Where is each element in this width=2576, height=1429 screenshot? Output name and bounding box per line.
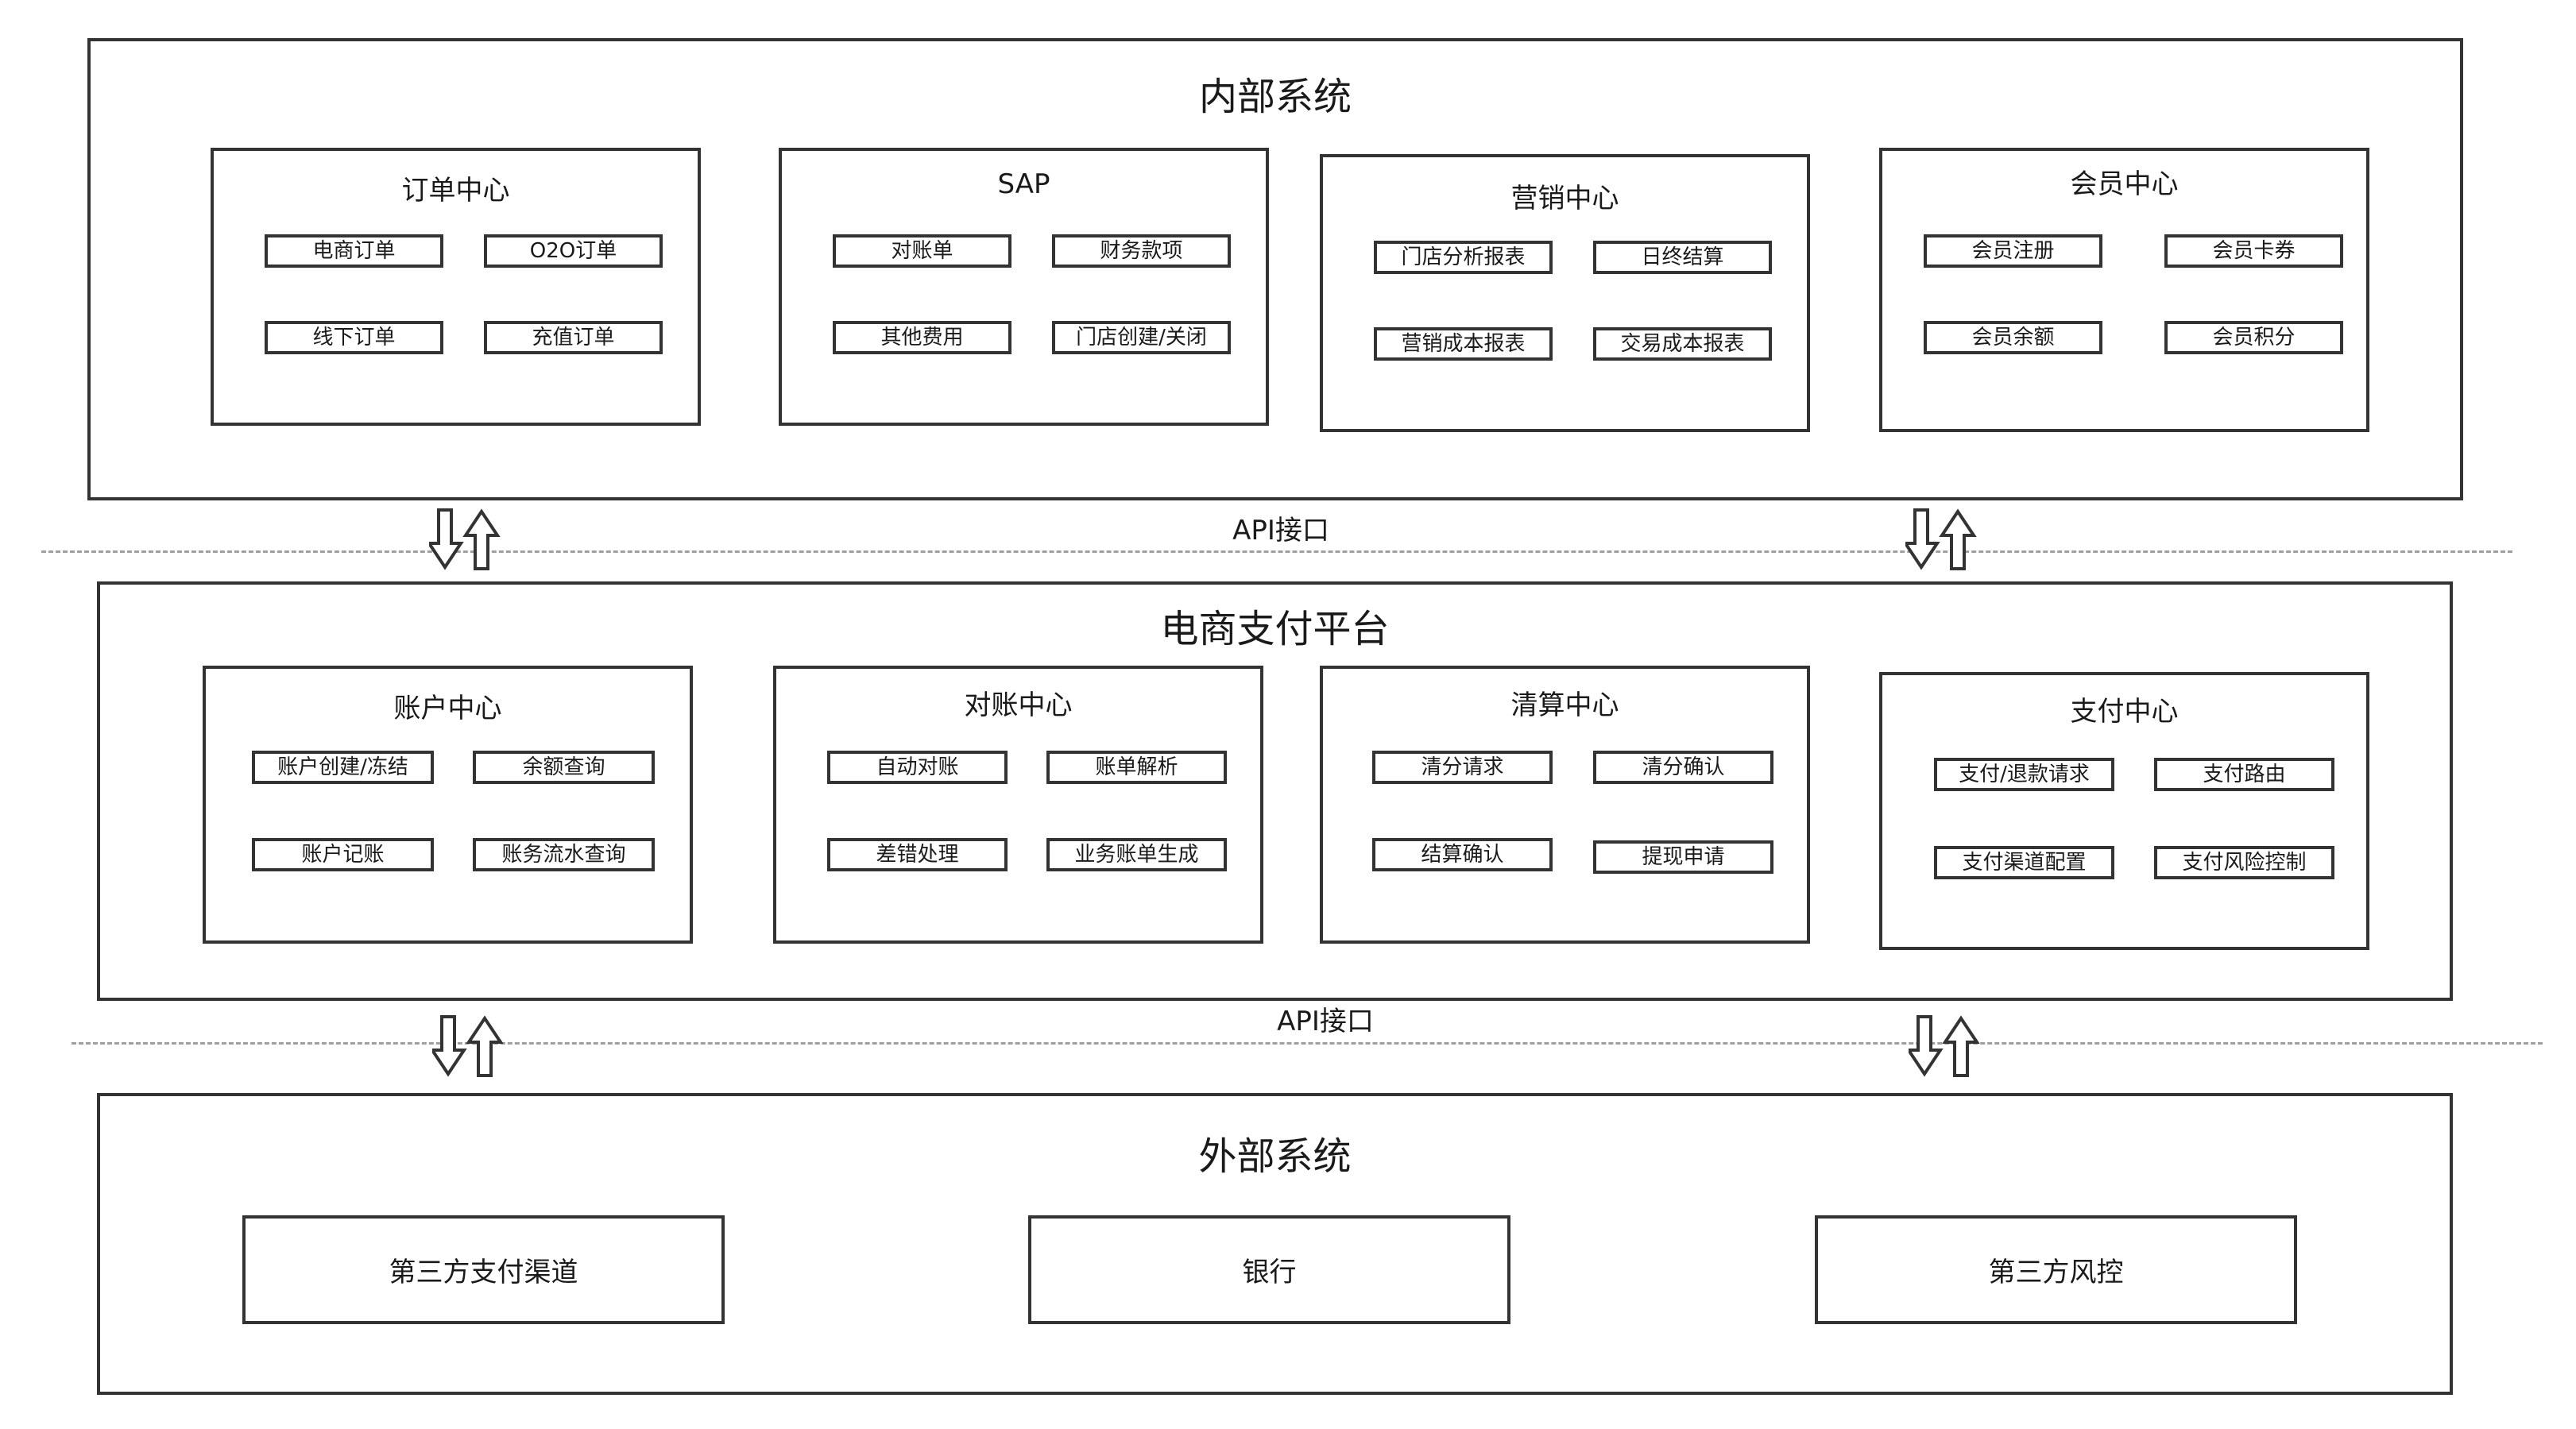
bidirectional-arrow-icon [1909,1015,1980,1077]
module-title: 清算中心 [1510,689,1619,721]
bidirectional-arrow-icon [1905,508,1977,570]
api-divider-top [41,550,2512,553]
module-item: 财务款项 [1052,234,1231,268]
internal-system-title: 内部系统 [1198,75,1352,119]
module-item: 会员积分 [2164,321,2343,354]
module-item: 充值订单 [484,321,663,354]
module-item: 营销成本报表 [1374,327,1553,361]
module-item: 支付风险控制 [2154,846,2334,879]
module-item: 门店分析报表 [1374,241,1553,274]
module-item: 会员卡券 [2164,234,2343,268]
module-account-center [203,666,693,944]
bidirectional-arrow-icon [432,1015,504,1077]
module-item: 账户记账 [252,838,434,871]
module-item: 结算确认 [1372,838,1553,871]
module-clearing-center [1320,666,1810,944]
bidirectional-arrow-icon [429,508,501,570]
module-item: 账户创建/冻结 [252,751,434,784]
module-payment-center [1879,672,2369,950]
module-item: 支付/退款请求 [1934,758,2114,791]
module-sap [779,148,1269,426]
module-item: 会员注册 [1924,234,2102,268]
module-item: 清分请求 [1372,751,1553,784]
api-label-bottom: API接口 [1277,1006,1374,1037]
module-item: 提现申请 [1593,840,1773,874]
module-item: 电商订单 [265,234,443,268]
module-order-center [211,148,701,426]
module-item: 对账单 [833,234,1011,268]
module-item: 账务流水查询 [473,838,655,871]
module-item: 会员余额 [1924,321,2102,354]
module-item: 余额查询 [473,751,655,784]
module-item: 自动对账 [827,751,1008,784]
module-marketing-center [1320,154,1810,432]
module-item: 线下订单 [265,321,443,354]
module-member-center [1879,148,2369,432]
payment-platform-title: 电商支付平台 [1160,607,1390,651]
module-item: 账单解析 [1046,751,1227,784]
module-item: O2O订单 [484,234,663,268]
module-item: 其他费用 [833,321,1011,354]
external-item-third-party-payment: 第三方支付渠道 [242,1215,725,1324]
module-title: 订单中心 [401,175,510,207]
module-item: 交易成本报表 [1593,327,1772,361]
api-divider-bottom [72,1042,2543,1045]
external-system-frame [97,1093,2453,1395]
module-title: SAP [997,168,1050,200]
external-item-third-party-risk: 第三方风控 [1815,1215,2297,1324]
module-reconciliation-center [773,666,1263,944]
module-title: 支付中心 [2070,696,2179,728]
module-item: 清分确认 [1593,751,1773,784]
module-title: 营销中心 [1510,183,1619,214]
module-item: 业务账单生成 [1046,838,1227,871]
module-item: 支付渠道配置 [1934,846,2114,879]
api-label-top: API接口 [1232,515,1329,546]
module-title: 对账中心 [964,689,1073,721]
external-system-title: 外部系统 [1198,1134,1352,1179]
module-item: 差错处理 [827,838,1008,871]
module-item: 日终结算 [1593,241,1772,274]
external-item-bank: 银行 [1028,1215,1510,1324]
module-title: 会员中心 [2070,168,2179,200]
module-item: 支付路由 [2154,758,2334,791]
module-item: 门店创建/关闭 [1052,321,1231,354]
module-title: 账户中心 [393,693,502,724]
